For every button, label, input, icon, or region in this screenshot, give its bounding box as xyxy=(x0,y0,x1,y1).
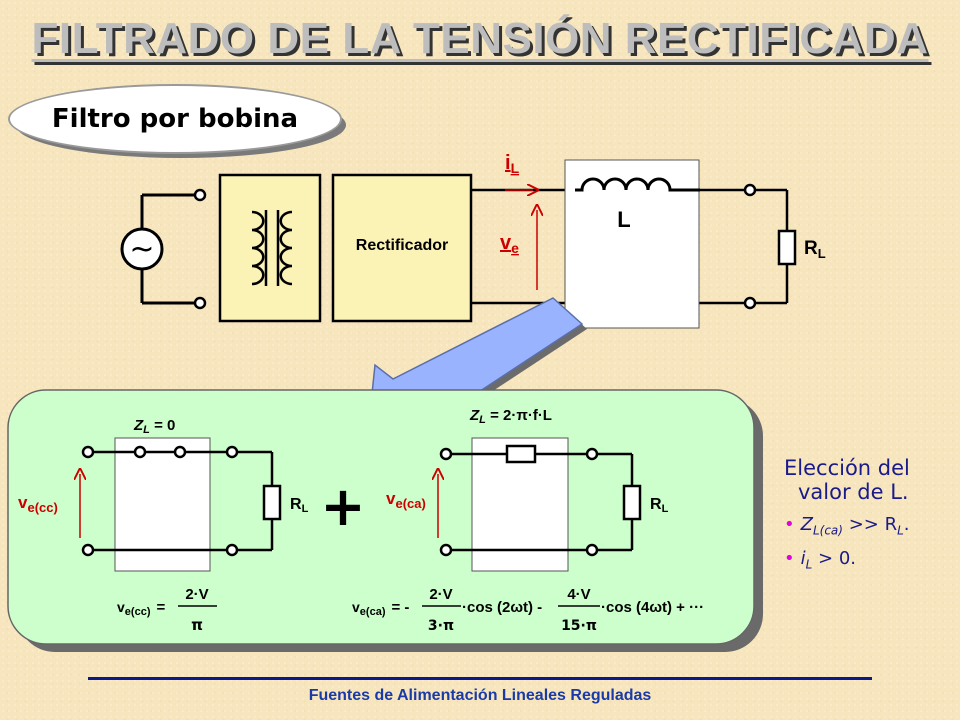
dc-formula-numerator: 2·V xyxy=(185,586,208,603)
ac-voltage-label: ve(ca) xyxy=(386,489,426,511)
footer-rule xyxy=(88,677,872,680)
ac-source xyxy=(120,227,164,271)
rectifier-label: Rectificador xyxy=(356,237,448,254)
filter-box xyxy=(564,159,700,329)
terminal xyxy=(225,445,239,459)
side-note: Elección del valor de L. •ZL(ca) >> RL. … xyxy=(784,456,954,571)
terminal xyxy=(439,543,453,557)
side-note-bullet-2: •iL > 0. xyxy=(784,547,857,572)
ac-term2-numerator: 4·V xyxy=(567,586,590,603)
terminal xyxy=(173,445,187,459)
ac-term2-tail: ·cos (4ωt) + ··· xyxy=(601,599,704,616)
side-note-bullet-1: •ZL(ca) >> RL. xyxy=(784,514,910,538)
terminal xyxy=(81,543,95,557)
plus-sign: + xyxy=(320,475,365,538)
inductor-coil xyxy=(575,177,700,192)
source-symbol: ~ xyxy=(129,232,154,267)
load-resistor xyxy=(777,229,797,266)
ac-term1-tail: ·cos (2ωt) - xyxy=(462,599,542,616)
dc-load-label: RL xyxy=(290,496,309,515)
terminal xyxy=(585,447,599,461)
terminal xyxy=(133,445,147,459)
terminal xyxy=(193,188,207,202)
ac-term2-denominator: 15·π xyxy=(561,618,597,634)
circuit-diagram: ~ Rectificador L RL iL ve xyxy=(7,152,826,652)
voltage-label: ve xyxy=(500,232,519,256)
ac-circuit: ZL = 2·π·f·L RL ve(ca) ve(ca)= - 2·V 3·π… xyxy=(352,407,704,634)
terminal xyxy=(81,445,95,459)
transformer-box xyxy=(218,173,322,323)
ac-load-label: RL xyxy=(650,496,669,515)
dc-load-resistor xyxy=(262,484,282,521)
page-title: FILTRADO DE LA TENSIÓN RECTIFICADA xyxy=(31,14,929,63)
ac-impedance-box xyxy=(505,444,537,464)
load-label: RL xyxy=(804,238,826,261)
side-note-line2: valor de L. xyxy=(798,480,909,504)
top-circuit: ~ Rectificador L RL iL ve xyxy=(120,152,826,329)
transformer-windings xyxy=(251,210,293,286)
terminal xyxy=(585,543,599,557)
terminal xyxy=(743,296,757,310)
rectifier-box xyxy=(331,173,473,323)
terminal xyxy=(439,447,453,461)
ac-load-resistor xyxy=(622,484,642,521)
dc-formula-denominator: π xyxy=(191,616,203,634)
bullet-dot: • xyxy=(784,514,795,535)
ac-term1-numerator: 2·V xyxy=(429,586,452,603)
footer-text: Fuentes de Alimentación Lineales Regulad… xyxy=(308,687,652,704)
inductor-label: L xyxy=(617,207,630,232)
dc-circuit: ZL = 0 RL ve(cc) ve(cc)= 2·V π xyxy=(18,417,309,634)
dc-formula-lhs: ve(cc)= xyxy=(117,599,165,618)
dc-voltage-label: ve(cc) xyxy=(18,493,58,515)
ac-term1-denominator: 3·π xyxy=(428,618,454,634)
ac-formula-lhs: ve(ca)= - xyxy=(352,599,409,618)
terminal xyxy=(743,183,757,197)
dc-impedance-label: ZL = 0 xyxy=(133,417,175,436)
bubble-label: Filtro por bobina xyxy=(8,84,342,154)
section-bubble: Filtro por bobina xyxy=(8,84,348,160)
ac-impedance-label: ZL = 2·π·f·L xyxy=(469,407,552,426)
terminal xyxy=(225,543,239,557)
terminal xyxy=(193,296,207,310)
current-label: iL xyxy=(505,152,520,176)
bullet-dot: • xyxy=(784,547,795,569)
side-note-line1: Elección del xyxy=(784,456,910,480)
